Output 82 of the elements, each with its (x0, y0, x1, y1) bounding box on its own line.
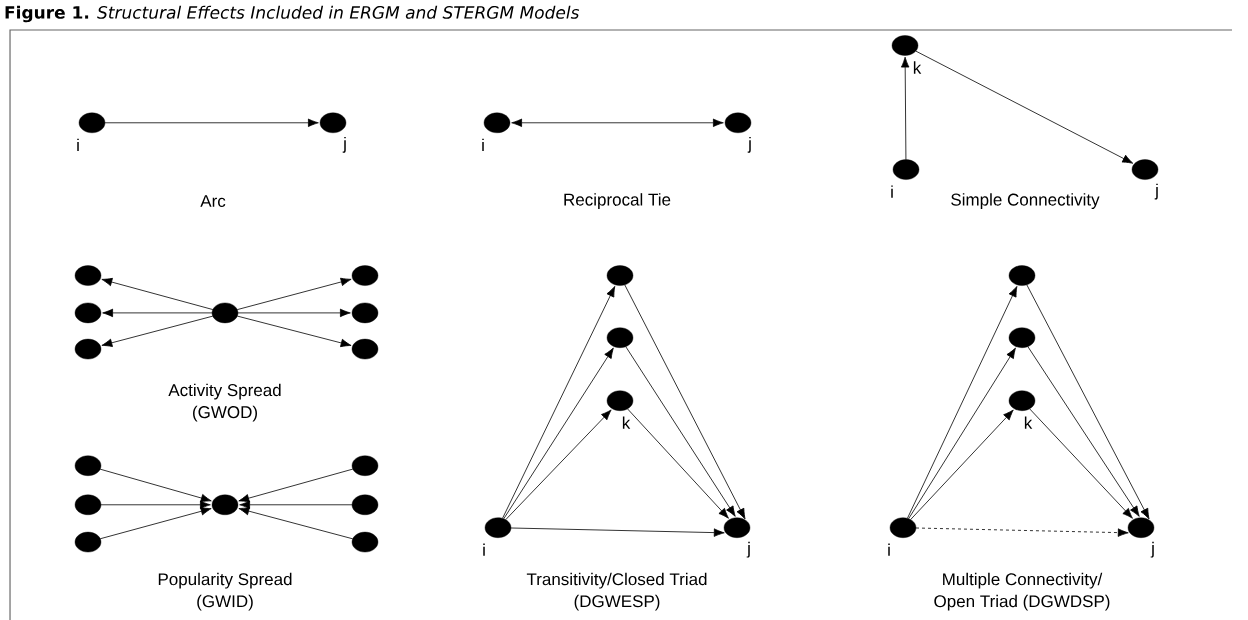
arrow (503, 347, 614, 520)
arrow (908, 347, 1016, 520)
node-label: i (482, 138, 484, 151)
network-node (892, 159, 920, 180)
network-node (606, 327, 634, 348)
figure-title: Figure 1. Structural Effects Included in ERGM and STERGM Models (5, 5, 580, 23)
panel-caption: Arc (200, 195, 226, 208)
network-node (351, 531, 379, 553)
network-node (351, 302, 379, 324)
panel-caption: Transitivity/Closed Triad (DGWESP) (526, 572, 707, 611)
node-label: i (888, 543, 890, 556)
arrow (1026, 284, 1150, 520)
network-node (74, 455, 102, 476)
network-node (351, 455, 379, 476)
arrow (101, 315, 214, 347)
arrow (1029, 408, 1133, 519)
arrow (100, 500, 211, 509)
network-node (1008, 265, 1036, 286)
arrow (101, 277, 214, 310)
arrow (511, 118, 724, 127)
node-label: k (1024, 416, 1033, 429)
network-node (1127, 517, 1155, 538)
network-node (1131, 159, 1159, 180)
network-node (74, 338, 102, 360)
network-node (606, 265, 634, 286)
arrow (624, 284, 746, 520)
arrow (907, 286, 1018, 519)
panel-caption: Popularity Spread (GWID) (158, 572, 292, 611)
node-label: j (1154, 183, 1158, 200)
network-node (351, 265, 379, 286)
network-node (319, 112, 347, 133)
arrow (99, 468, 212, 503)
arrow (238, 468, 354, 503)
network-node (74, 265, 102, 286)
arrow (1027, 346, 1140, 517)
network-node (74, 494, 102, 515)
panel-caption: Multiple Connectivity/ Open Triad (DGWDSP) (934, 572, 1110, 611)
arrow (236, 315, 352, 348)
network-node (889, 517, 917, 538)
node-label: j (1150, 541, 1154, 558)
arrow (238, 507, 354, 540)
network-node (891, 35, 919, 56)
node-label: k (622, 416, 631, 429)
node-label: j (746, 541, 750, 558)
network-node (606, 390, 634, 411)
arrow (505, 409, 612, 521)
node-label: i (483, 543, 485, 556)
network-node (74, 302, 102, 324)
arrow (104, 118, 319, 127)
node-label: j (747, 136, 751, 153)
arrow (910, 409, 1014, 520)
network-node (484, 517, 512, 538)
network-node (1008, 327, 1036, 348)
network-node (211, 302, 239, 324)
node-label: k (913, 61, 922, 74)
arrow (239, 500, 353, 509)
network-node (351, 338, 379, 360)
network-node (724, 112, 752, 133)
network-node (351, 494, 379, 515)
arrow (915, 527, 1129, 537)
arrow (99, 507, 212, 540)
arrow (502, 286, 616, 519)
network-node (211, 494, 239, 515)
arrow (510, 527, 725, 537)
network-node (1008, 390, 1036, 411)
network-node (78, 112, 106, 133)
arrow (102, 308, 213, 318)
network-node (723, 517, 751, 538)
arrow (237, 308, 351, 318)
arrow (627, 408, 729, 519)
arrow (625, 346, 736, 517)
network-node (483, 112, 511, 133)
panel-caption: Simple Connectivity (951, 193, 1100, 209)
panel-caption: Activity Spread (GWOD) (168, 383, 281, 422)
node-label: i (77, 138, 79, 151)
panel-caption: Reciprocal Tie (564, 193, 671, 209)
network-node (74, 531, 102, 553)
node-label: j (342, 136, 346, 153)
node-label: i (891, 185, 893, 198)
arrow (901, 56, 910, 160)
arrow (236, 277, 352, 310)
arrow (915, 50, 1134, 164)
